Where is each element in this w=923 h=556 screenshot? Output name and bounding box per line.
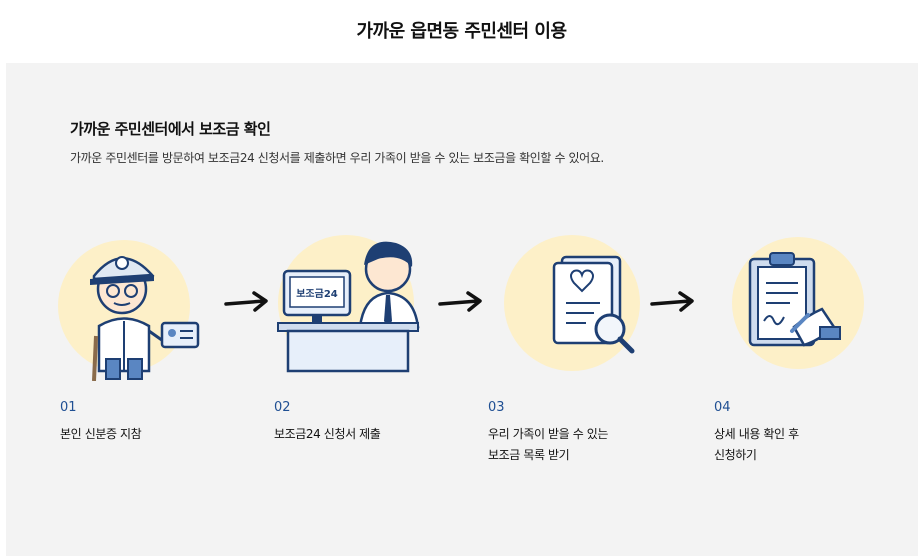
step-label-line1: 본인 신분증 지참 [60, 427, 142, 441]
section-title: 가까운 주민센터에서 보조금 확인 [70, 120, 271, 138]
step-label-line1: 상세 내용 확인 후 [714, 427, 799, 441]
step-label-line2: 보조금 목록 받기 [488, 448, 570, 462]
arrow-right-icon [650, 291, 694, 312]
arrow-right-icon [224, 291, 268, 312]
step-4: 04 상세 내용 확인 후 신청하기 [708, 231, 918, 491]
step-number: 01 [60, 400, 77, 415]
step-2: 보조금24 02 보조금24 신청서 제출 [268, 231, 478, 491]
step-label: 상세 내용 확인 후 신청하기 [714, 424, 799, 466]
step-number: 04 [714, 400, 731, 415]
step-label-line1: 보조금24 신청서 제출 [274, 427, 381, 441]
step-3: 03 우리 가족이 받을 수 있는 보조금 목록 받기 [482, 231, 692, 491]
person-with-id-card-illustration [58, 240, 200, 381]
step-label: 보조금24 신청서 제출 [274, 424, 381, 445]
arrow-right-icon [438, 291, 482, 312]
step-number: 02 [274, 400, 291, 415]
page-title: 가까운 읍면동 주민센터 이용 [356, 21, 567, 42]
section-description: 가까운 주민센터를 방문하여 보조금24 신청서를 제출하면 우리 가족이 받을… [70, 151, 604, 165]
monitor-text: 보조금24 [296, 288, 338, 300]
step-1: 01 본인 신분증 지참 [54, 231, 264, 491]
office-counter-illustration: 보조금24 [277, 235, 420, 373]
step-label-line2: 신청하기 [714, 448, 757, 462]
step-label-line1: 우리 가족이 받을 수 있는 [488, 427, 609, 441]
content-panel: 가까운 주민센터에서 보조금 확인 가까운 주민센터를 방문하여 보조금24 신… [6, 63, 918, 556]
document-search-illustration [504, 235, 640, 371]
step-label: 우리 가족이 받을 수 있는 보조금 목록 받기 [488, 424, 608, 466]
clipboard-sign-illustration [732, 237, 864, 369]
step-label: 본인 신분증 지참 [60, 424, 142, 445]
step-number: 03 [488, 400, 505, 415]
